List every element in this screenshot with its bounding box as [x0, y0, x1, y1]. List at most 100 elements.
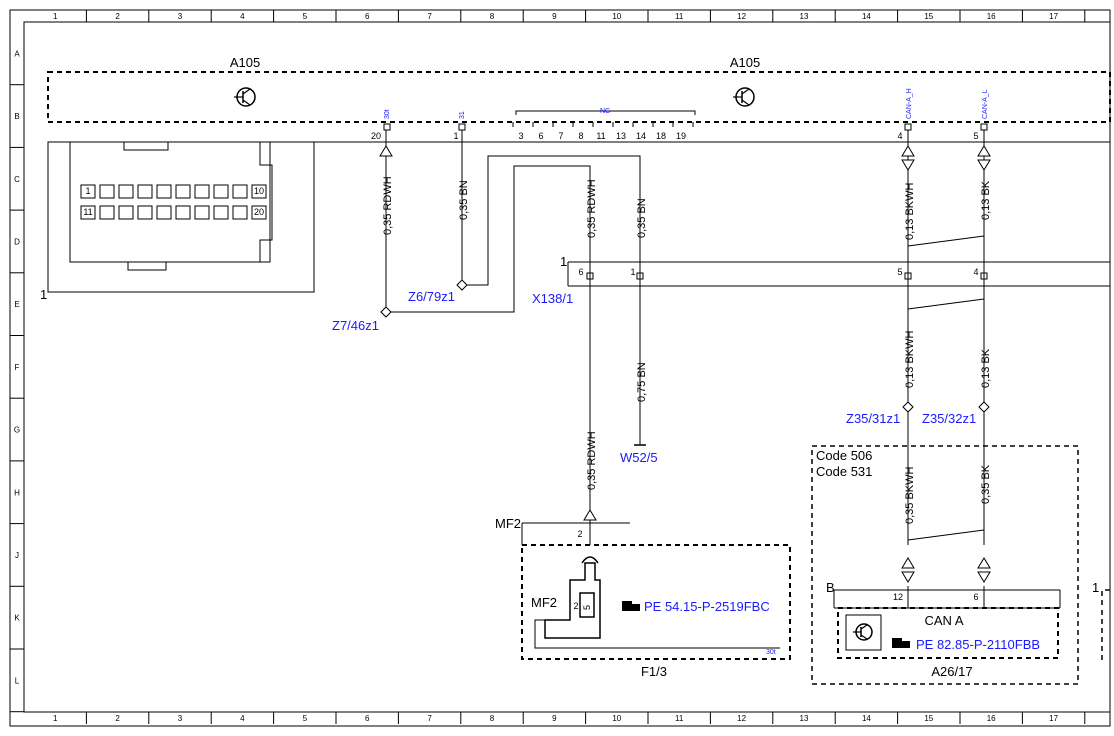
tag-30t: 30t: [384, 109, 391, 119]
grid-column-label: 7: [427, 12, 432, 21]
manual-reference-icon: [892, 638, 910, 648]
wire-label: 0,35 BN: [458, 180, 470, 220]
grid-column-label: 13: [800, 714, 809, 723]
connector-cavity: [232, 184, 248, 199]
edge-continuation: [1101, 589, 1110, 608]
connector-cavity: [251, 184, 267, 199]
connector-cavity: [156, 184, 172, 199]
grid-row-label: H: [14, 488, 20, 497]
wiring: [385, 130, 1061, 609]
column-ruler: 1122334455667788991010111112121313141415…: [53, 10, 1086, 724]
b-connector-label: B: [826, 580, 835, 595]
pin-5: 5: [973, 131, 978, 141]
grid-column-label: 4: [240, 714, 245, 723]
pin-4: 4: [897, 131, 902, 141]
a105-left-label: A105: [230, 55, 260, 70]
grid-column-label: 4: [240, 12, 245, 21]
a2617-pin-12: 12: [893, 592, 903, 602]
transistor-symbol-icon: [234, 87, 256, 107]
b-pin-1: 1: [1092, 580, 1099, 595]
pin-1: 1: [453, 131, 458, 141]
connector-cavity: [118, 205, 134, 220]
f13-30t-tag: 30t: [766, 649, 776, 656]
grid-column-label: 2: [115, 12, 120, 21]
wire-arrows: [379, 145, 991, 583]
wire-label: 0,35 RDWH: [382, 176, 394, 235]
tag-31: 31: [459, 111, 466, 119]
grid-column-label: 3: [178, 714, 183, 723]
connector-pin-11: 11: [83, 207, 92, 217]
connector-cavity: [194, 184, 210, 199]
ref-z6-79z1[interactable]: Z6/79z1: [408, 289, 455, 304]
transistor-symbol-icon: [853, 623, 873, 641]
pe-ref-f13[interactable]: PE 54.15-P-2519FBC: [644, 599, 770, 614]
pin-11: 11: [596, 131, 605, 141]
pin-8: 8: [578, 131, 583, 141]
manual-reference-icon: [622, 601, 640, 611]
grid-column-label: 9: [552, 714, 557, 723]
connector-cavity: [251, 205, 267, 220]
mf2-label: MF2: [495, 516, 521, 531]
connector-frame-label: 1: [40, 287, 47, 302]
grid-row-label: D: [14, 237, 20, 246]
pe-ref-a2617[interactable]: PE 82.85-P-2110FBB: [916, 637, 1040, 652]
inner-frame: [23, 21, 1111, 713]
connector-cavity: [118, 184, 134, 199]
wire-label: 0,13 BKWH: [904, 330, 916, 388]
x138-pin-4: 4: [973, 267, 978, 277]
x138-pin-label: 1: [560, 254, 567, 269]
a105-module-boundary: [47, 71, 1111, 123]
pin-13: 13: [616, 131, 626, 141]
grid-row-label: J: [15, 551, 19, 560]
ref-z7-46z1[interactable]: Z7/46z1: [332, 318, 379, 333]
mf2-inner-label: MF2: [531, 595, 557, 610]
x138-pin-6: 6: [578, 267, 583, 277]
grid-column-label: 10: [612, 12, 621, 21]
connector-pin-1: 1: [85, 186, 90, 196]
f13-label: F1/3: [641, 664, 667, 679]
grid-column-label: 8: [490, 714, 495, 723]
grid-row-label: G: [14, 426, 20, 435]
tag-nc: NC: [600, 108, 610, 115]
grid-column-label: 15: [924, 12, 933, 21]
a2617-pin-6: 6: [973, 592, 978, 602]
ref-x138-1[interactable]: X138/1: [532, 291, 573, 306]
connector-cavity: [175, 184, 191, 199]
ref-z35-32z1[interactable]: Z35/32z1: [922, 411, 976, 426]
grid-column-label: 11: [675, 12, 684, 21]
grid-column-label: 14: [862, 714, 871, 723]
grid-column-label: 9: [552, 12, 557, 21]
grid-column-label: 17: [1049, 12, 1058, 21]
pin-19: 19: [676, 131, 686, 141]
grid-row-label: E: [14, 300, 19, 309]
grid-column-label: 2: [115, 714, 120, 723]
ref-z35-31z1[interactable]: Z35/31z1: [846, 411, 900, 426]
grid-column-label: 12: [737, 714, 746, 723]
grid-column-label: 8: [490, 12, 495, 21]
connector-body-icon: [69, 141, 273, 271]
grid-row-label: B: [14, 112, 19, 121]
connector-cavity: [99, 205, 115, 220]
ref-w52-5[interactable]: W52/5: [620, 450, 658, 465]
f13-pin-2: 2: [573, 601, 578, 611]
grid-column-label: 15: [924, 714, 933, 723]
x138-pin-5: 5: [897, 267, 902, 277]
fuse-holder-icon: [544, 556, 601, 639]
pin-18: 18: [656, 131, 666, 141]
pin-14: 14: [636, 131, 646, 141]
connector-pin-20: 20: [254, 207, 264, 217]
grid-column-label: 14: [862, 12, 871, 21]
grid-column-label: 6: [365, 12, 370, 21]
connector-cavity: [80, 205, 96, 220]
connector-cavity: [232, 205, 248, 220]
pin-3: 3: [518, 131, 523, 141]
grid-row-label: C: [14, 175, 20, 184]
wire-label: 0,75 BN: [636, 362, 648, 402]
nc-pin-brackets: [512, 110, 696, 127]
grid-column-label: 6: [365, 714, 370, 723]
wire-label: 0,13 BKWH: [904, 182, 916, 240]
grid-column-label: 7: [427, 714, 432, 723]
connector-cavity: [213, 184, 229, 199]
grid-column-label: 1: [53, 714, 58, 723]
connector-cavity: [175, 205, 191, 220]
